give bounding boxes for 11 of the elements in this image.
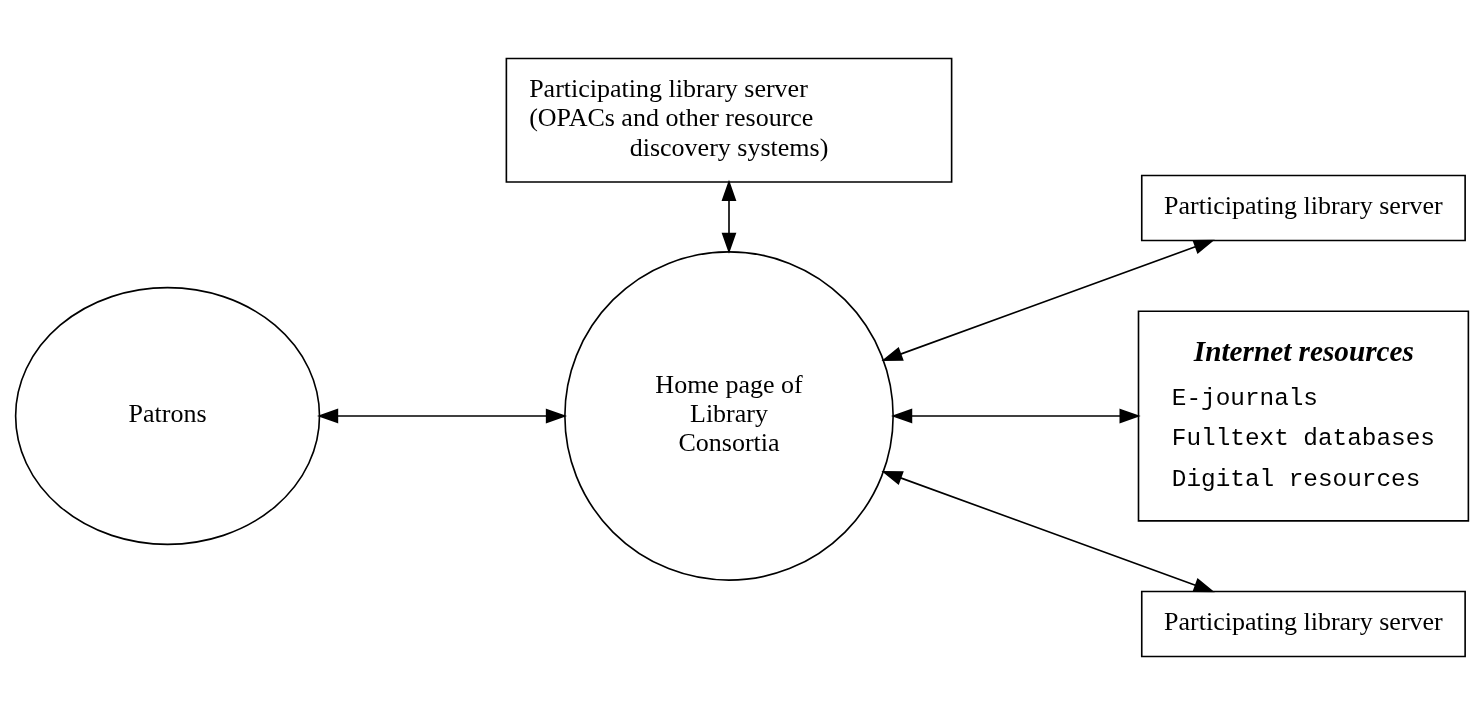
arrow: [881, 239, 1215, 362]
node-box: Internet resources E-journals Fulltext databases Digital resources: [1137, 310, 1470, 522]
node-ellipse: Patrons: [14, 286, 321, 546]
node-box: Participating library server (OPACs and other resource discovery systems): [505, 57, 953, 183]
node-box: Participating library server: [1140, 590, 1466, 658]
arrow: [317, 408, 567, 424]
arrow: [721, 179, 737, 254]
node-box: Participating library server: [1140, 174, 1466, 242]
node-circle: Home page of Library Consortia: [564, 251, 894, 581]
arrow: [891, 408, 1141, 424]
arrow: [881, 470, 1215, 593]
